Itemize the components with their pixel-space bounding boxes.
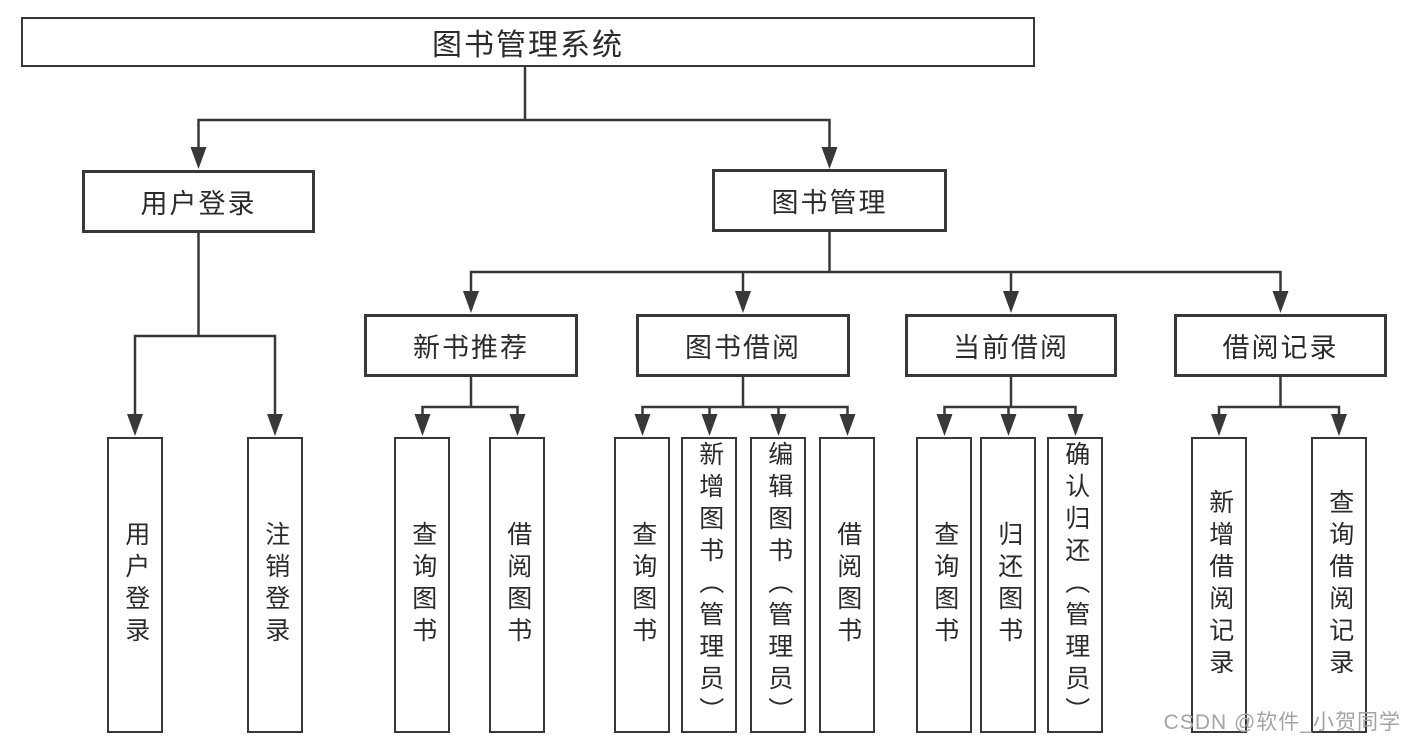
- connector-root-branches: [190, 67, 838, 169]
- node-borrow-records: 借阅记录: [1174, 314, 1387, 377]
- leaf-return-book: 归还图书: [980, 437, 1036, 733]
- leaf-add-borrow-record: 新增借阅记录: [1191, 437, 1247, 733]
- connector-current-borrow-children: [936, 377, 1084, 436]
- leaf-query-books-recommend: 查询图书: [394, 437, 450, 733]
- leaf-add-book-admin: 新增图书（管理员）: [681, 437, 737, 733]
- leaf-query-books-borrow: 查询图书: [614, 437, 670, 733]
- leaf-query-borrow-record: 查询借阅记录: [1311, 437, 1367, 733]
- node-library-management-system: 图书管理系统: [21, 17, 1035, 67]
- leaf-borrow-books: 借阅图书: [819, 437, 875, 733]
- leaf-confirm-return-admin: 确认归还（管理员）: [1047, 437, 1103, 733]
- leaf-borrow-books-recommend: 借阅图书: [489, 437, 545, 733]
- leaf-edit-book-admin: 编辑图书（管理员）: [750, 437, 806, 733]
- connector-user-login-children: [127, 233, 283, 436]
- connector-book-borrow-children: [634, 377, 856, 436]
- connector-borrow-records-children: [1211, 377, 1347, 436]
- leaf-user-login: 用户登录: [107, 437, 163, 733]
- node-current-borrow: 当前借阅: [905, 314, 1117, 377]
- watermark-text: CSDN @软件_小贺同学: [1163, 711, 1401, 734]
- connector-book-management-groups: [463, 232, 1289, 313]
- node-user-login-branch: 用户登录: [82, 170, 315, 233]
- node-book-borrow: 图书借阅: [636, 314, 850, 377]
- leaf-logout: 注销登录: [247, 437, 303, 733]
- node-new-book-recommend: 新书推荐: [364, 314, 578, 377]
- connector-new-book-recommend-children: [414, 377, 526, 436]
- node-book-management-branch: 图书管理: [712, 169, 947, 232]
- leaf-query-books-current: 查询图书: [916, 437, 972, 733]
